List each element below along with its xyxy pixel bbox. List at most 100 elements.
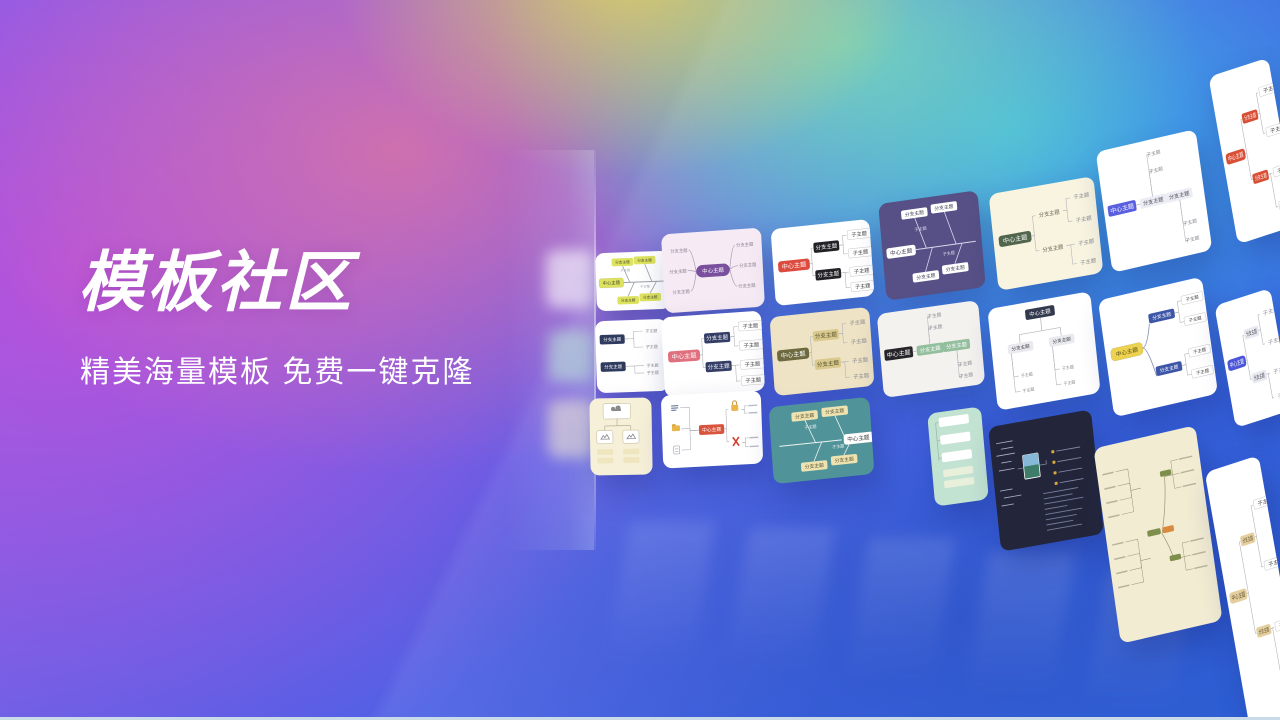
svg-text:子主题: 子主题 bbox=[745, 375, 761, 384]
template-card-r3c5[interactable] bbox=[988, 409, 1104, 552]
svg-text:子主题: 子主题 bbox=[1277, 387, 1280, 400]
template-card-r2c4[interactable]: 中心主题分支主题分支主题子主题子主题子主题子主题 bbox=[876, 300, 986, 398]
svg-text:分支主题: 分支主题 bbox=[1042, 242, 1064, 254]
template-card-r2c7[interactable]: 中心主题分支主题子主题子主题分支主题子主题子主题 bbox=[1214, 287, 1280, 429]
svg-text:分支主题: 分支主题 bbox=[795, 412, 815, 421]
template-card-r2c2[interactable]: 中心主题分支主题子主题子主题分支主题子主题子主题 bbox=[661, 310, 765, 398]
svg-text:子主题: 子主题 bbox=[742, 321, 758, 330]
svg-text:分支主题: 分支主题 bbox=[637, 257, 652, 263]
svg-text:子主题: 子主题 bbox=[1182, 217, 1197, 227]
svg-text:子主题: 子主题 bbox=[1185, 293, 1199, 303]
bottom-edge-strip bbox=[0, 717, 1280, 720]
svg-text:分支主题: 分支主题 bbox=[604, 363, 623, 371]
svg-text:分支主题: 分支主题 bbox=[916, 272, 936, 282]
svg-text:分支主题: 分支主题 bbox=[1245, 327, 1257, 338]
svg-text:子主题: 子主题 bbox=[1188, 314, 1202, 324]
svg-text:分支主题: 分支主题 bbox=[669, 267, 687, 275]
svg-text:子主题: 子主题 bbox=[958, 359, 973, 368]
template-card-r2c5[interactable]: 中心主题分支主题子主题子主题分支主题子主题子主题 bbox=[987, 291, 1101, 411]
svg-text:子主题: 子主题 bbox=[1193, 346, 1207, 356]
svg-text:子主题: 子主题 bbox=[744, 359, 760, 368]
template-card-r1c1[interactable]: 分支主题分支主题分支主题分支主题子主题子主题中心主题 bbox=[595, 250, 671, 312]
template-card-r2c1[interactable]: 分支主题子主题子主题分支主题子主题子主题 bbox=[594, 318, 670, 394]
svg-text:中心主题: 中心主题 bbox=[671, 351, 696, 361]
svg-text:中心主题: 中心主题 bbox=[890, 246, 913, 257]
svg-text:子主题: 子主题 bbox=[1080, 256, 1097, 267]
svg-text:子主题: 子主题 bbox=[854, 266, 870, 276]
svg-text:子主题: 子主题 bbox=[1146, 148, 1161, 158]
svg-text:分支主题: 分支主题 bbox=[834, 455, 854, 464]
svg-text:分支主题: 分支主题 bbox=[920, 344, 941, 355]
svg-text:分支主题: 分支主题 bbox=[825, 407, 845, 416]
template-card-r3c6[interactable] bbox=[1093, 425, 1223, 644]
svg-text:子主题: 子主题 bbox=[1063, 378, 1076, 387]
svg-text:子主题: 子主题 bbox=[1062, 363, 1075, 372]
template-card-r3c1[interactable] bbox=[589, 397, 653, 476]
svg-text:分支主题: 分支主题 bbox=[817, 269, 840, 279]
svg-text:子主题: 子主题 bbox=[1021, 370, 1034, 379]
svg-text:分支主题: 分支主题 bbox=[945, 264, 965, 274]
svg-text:中心主题: 中心主题 bbox=[847, 433, 870, 443]
svg-text:分支主题: 分支主题 bbox=[739, 261, 757, 269]
template-card-r1c2[interactable]: 分支主题分支主题分支主题分支主题分支主题分支主题中心主题 bbox=[661, 227, 765, 314]
hero-text: 模板社区 精美海量模板 免费一键克隆 bbox=[78, 247, 475, 391]
svg-text:分支主题: 分支主题 bbox=[1159, 363, 1179, 374]
svg-text:子主题: 子主题 bbox=[927, 311, 942, 320]
template-card-r2c6[interactable]: 分支主题子主题子主题分支主题子主题子主题中心主题 bbox=[1097, 276, 1219, 418]
svg-text:子主题: 子主题 bbox=[914, 225, 928, 234]
svg-text:中心主题: 中心主题 bbox=[602, 279, 620, 287]
svg-text:分支主题: 分支主题 bbox=[738, 282, 756, 290]
template-card-r1c3[interactable]: 中心主题分支主题子主题子主题分支主题子主题子主题 bbox=[770, 218, 875, 307]
template-card-r3c2[interactable]: 中心主题 bbox=[660, 390, 764, 469]
template-card-r1c6[interactable]: 中心主题分支主题分支主题子主题子主题子主题子主题 bbox=[1095, 129, 1213, 273]
svg-text:子主题: 子主题 bbox=[647, 369, 659, 375]
page-subtitle: 精美海量模板 免费一键克隆 bbox=[80, 356, 475, 390]
template-card-r1c5[interactable]: 中心主题分支主题子主题子主题分支主题子主题子主题 bbox=[988, 176, 1104, 291]
svg-text:分支主题: 分支主题 bbox=[615, 259, 630, 265]
svg-text:子主题: 子主题 bbox=[852, 355, 869, 365]
svg-text:分支主题: 分支主题 bbox=[934, 203, 954, 213]
template-card-r1c4[interactable]: 分支主题分支主题分支主题分支主题子主题子主题中心主题 bbox=[878, 190, 986, 301]
svg-text:中心主题: 中心主题 bbox=[781, 260, 806, 271]
svg-text:子主题: 子主题 bbox=[1272, 363, 1280, 376]
svg-text:分支主题: 分支主题 bbox=[621, 297, 636, 303]
svg-text:子主题: 子主题 bbox=[1270, 122, 1280, 135]
svg-text:子主题: 子主题 bbox=[1267, 333, 1280, 346]
svg-text:分支主题: 分支主题 bbox=[707, 362, 730, 372]
svg-text:分支主题: 分支主题 bbox=[1253, 371, 1265, 382]
svg-text:中心主题: 中心主题 bbox=[702, 426, 722, 434]
svg-text:子主题: 子主题 bbox=[1196, 367, 1210, 377]
svg-text:分支主题: 分支主题 bbox=[670, 247, 688, 255]
template-card-r3c3[interactable]: 分支主题分支主题分支主题分支主题子主题子主题中心主题 bbox=[768, 396, 875, 485]
template-card-r2c3[interactable]: 中心主题分支主题子主题子主题分支主题子主题子主题 bbox=[769, 306, 875, 397]
svg-text:子主题: 子主题 bbox=[852, 247, 868, 257]
svg-text:分支主题: 分支主题 bbox=[804, 462, 824, 471]
svg-text:中心主题: 中心主题 bbox=[1029, 307, 1052, 319]
svg-text:子主题: 子主题 bbox=[1075, 213, 1092, 224]
svg-text:子主题: 子主题 bbox=[1148, 165, 1163, 175]
svg-text:子主题: 子主题 bbox=[620, 267, 630, 272]
svg-text:分支主题: 分支主题 bbox=[1052, 335, 1071, 345]
svg-text:分支主题: 分支主题 bbox=[815, 330, 838, 340]
svg-text:中心主题: 中心主题 bbox=[702, 266, 725, 276]
svg-text:子主题: 子主题 bbox=[853, 371, 870, 381]
svg-text:子主题: 子主题 bbox=[851, 229, 867, 239]
svg-text:分支主题: 分支主题 bbox=[1254, 171, 1267, 183]
svg-text:分支主题: 分支主题 bbox=[1258, 625, 1270, 636]
svg-text:子主题: 子主题 bbox=[832, 442, 846, 450]
svg-text:子主题: 子主题 bbox=[640, 283, 650, 288]
svg-text:中心主题: 中心主题 bbox=[886, 348, 910, 359]
template-card-r3c4[interactable] bbox=[927, 406, 989, 507]
svg-text:子主题: 子主题 bbox=[942, 249, 956, 258]
svg-text:分支主题: 分支主题 bbox=[815, 241, 838, 251]
svg-text:子主题: 子主题 bbox=[1262, 304, 1280, 317]
svg-text:分支主题: 分支主题 bbox=[1038, 208, 1060, 220]
svg-text:子主题: 子主题 bbox=[1278, 617, 1280, 630]
svg-text:分支主题: 分支主题 bbox=[817, 358, 840, 368]
svg-text:分支主题: 分支主题 bbox=[1152, 311, 1172, 322]
svg-text:子主题: 子主题 bbox=[959, 371, 974, 380]
svg-text:子主题: 子主题 bbox=[849, 317, 866, 327]
svg-text:子主题: 子主题 bbox=[645, 327, 657, 333]
